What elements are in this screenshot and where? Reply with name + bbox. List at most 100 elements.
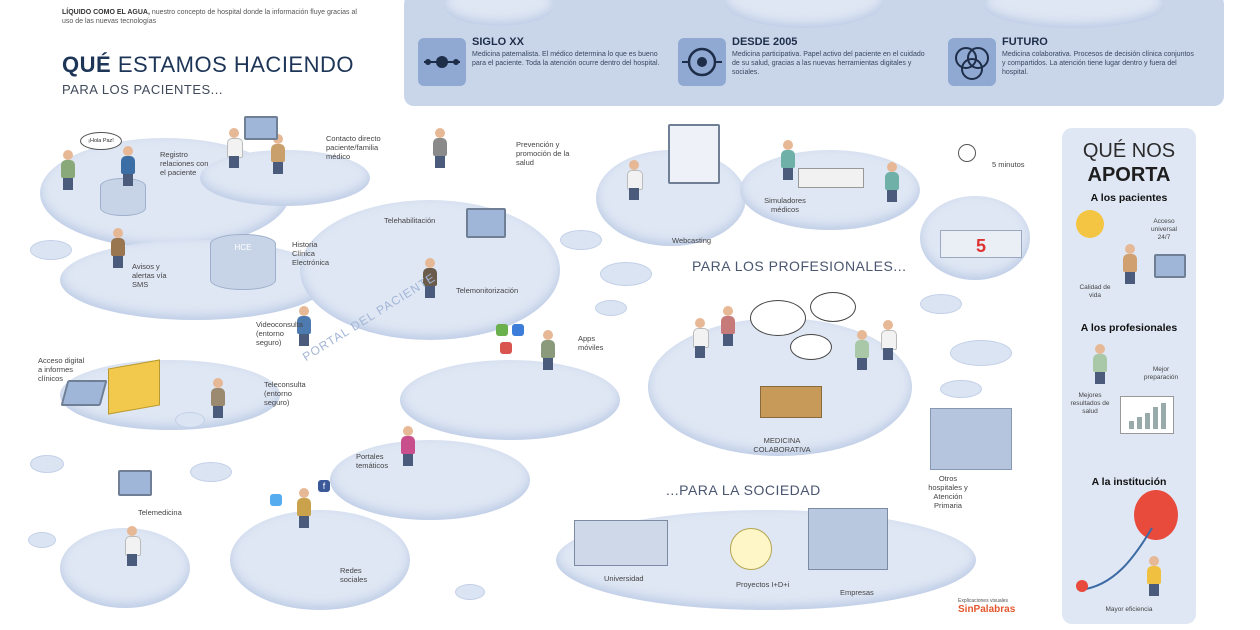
person-figure: [120, 146, 136, 186]
water-drop: [455, 584, 485, 600]
doctor-figure: [124, 526, 141, 566]
balloon-icon: [1134, 490, 1178, 540]
label-telehab: Telehabilitación: [384, 216, 436, 225]
table-icon: [760, 386, 822, 418]
growth-arrow-icon: [1076, 527, 1153, 592]
person-figure: [210, 378, 226, 418]
hospital-building-icon: [930, 408, 1012, 470]
twitter-icon: [270, 494, 282, 506]
label-registro: Registro relaciones con el paciente: [160, 150, 209, 177]
water-drop: [175, 412, 205, 428]
blob-redes: [230, 510, 410, 610]
blob-portales: [330, 440, 530, 520]
person-figure: [1122, 244, 1138, 284]
heading-profesionales: PARA LOS PROFESIONALES...: [692, 258, 907, 274]
blob-apps: [400, 360, 620, 440]
logo-name: SinPalabras: [958, 604, 1016, 615]
timeline-item-desde-2005: DESDE 2005 Medicina participativa. Papel…: [670, 36, 930, 92]
water-drop: [595, 300, 627, 316]
person-figure: [432, 128, 448, 168]
clock-icon: [958, 144, 976, 162]
office-buildings-icon: [808, 508, 888, 570]
aporta-pacientes-heading: A los pacientes: [1090, 192, 1168, 204]
monitor-icon: [118, 470, 152, 496]
timeline-illustration-1: [444, 0, 554, 26]
label-proyectos: Proyectos I+D+i: [736, 580, 790, 589]
hce-label: HCE: [234, 243, 252, 252]
person-figure: [60, 150, 76, 190]
university-building-icon: [574, 520, 668, 566]
venn-circles-icon: [948, 38, 996, 86]
timeline-title: SIGLO XX: [472, 36, 524, 48]
brand-logo: Explicaciones visuales SinPalabras: [958, 598, 1015, 615]
timeline-panel: SIGLO XX Medicina paternalista. El médic…: [404, 0, 1224, 106]
reception-counter: [940, 230, 1022, 258]
label-webcasting: Webcasting: [672, 236, 712, 245]
person-figure: [626, 160, 643, 200]
aporta-profesionales-heading: A los profesionales: [1080, 322, 1178, 334]
doctor-figure: [1092, 344, 1108, 384]
label-medicina-colaborativa: MEDICINA COLABORATIVA: [753, 436, 811, 454]
lightbulb-icon: [730, 528, 772, 570]
main-title: QUÉ ESTAMOS HACIENDO: [62, 52, 354, 78]
label-otros-hospitales: Otros hospitales y Atención Primaria: [928, 474, 968, 510]
timeline-title: FUTURO: [1002, 36, 1048, 48]
timeline-desc: Medicina paternalista. El médico determi…: [472, 51, 660, 67]
main-title-rest: ESTAMOS HACIENDO: [117, 52, 354, 77]
aporta-preparacion: Mejor preparación: [1143, 366, 1179, 381]
number-five-sign: 5: [976, 236, 987, 256]
label-avisos: Avisos y alertas vía SMS: [132, 262, 167, 289]
timeline-item-futuro: FUTURO Medicina colaborativa. Procesos d…: [940, 36, 1200, 92]
timeline-illustration-2: [724, 0, 884, 28]
water-drop: [30, 240, 72, 260]
main-title-bold: QUÉ: [62, 52, 112, 77]
surgeon-figure: [884, 162, 900, 202]
dot-line-icon: [418, 38, 466, 86]
speech-bubble: [790, 334, 832, 360]
presentation-board-icon: [668, 124, 720, 184]
intro-text: LÍQUIDO COMO EL AGUA, nuestro concepto d…: [62, 8, 362, 26]
label-redes: Redes sociales: [340, 566, 368, 584]
tv-icon: [466, 208, 506, 238]
person-figure: [296, 306, 312, 346]
aporta-calidad: Calidad de vida: [1079, 284, 1111, 299]
aporta-acceso: Acceso universal 24/7: [1150, 218, 1177, 241]
label-portales: Portales temáticos: [356, 452, 389, 470]
speech-bubble: [750, 300, 806, 336]
person-figure: [400, 426, 416, 466]
blob-hce: [60, 240, 330, 320]
simulator-bed-icon: [798, 168, 864, 188]
folder-icon: [108, 359, 160, 415]
speech-bubble: ¡Hola Paz!: [80, 132, 122, 150]
surgeon-figure: [780, 140, 796, 180]
label-teleconsulta: Teleconsulta (entorno seguro): [264, 380, 306, 407]
water-drop: [920, 294, 962, 314]
aporta-title-1: QUÉ NOS: [1082, 140, 1176, 162]
timeline-desc: Medicina colaborativa. Procesos de decis…: [1002, 51, 1194, 76]
intro-bold: LÍQUIDO COMO EL AGUA,: [62, 9, 150, 16]
label-historia: Historia Clínica Electrónica: [292, 240, 330, 267]
monitor-icon: [1154, 254, 1186, 278]
phone-app-icon: [496, 324, 508, 336]
subtitle: PARA LOS PACIENTES...: [62, 82, 224, 97]
heading-sociedad: ...PARA LA SOCIEDAD: [666, 482, 821, 498]
water-drop: [30, 455, 64, 473]
water-drop: [190, 462, 232, 482]
blob-contacto: [200, 150, 370, 206]
label-telemedicina: Telemedicina: [138, 508, 182, 517]
label-empresas: Empresas: [840, 588, 874, 597]
aporta-title-2: APORTA: [1087, 164, 1171, 186]
speech-bubble: [810, 292, 856, 322]
person-figure: [720, 306, 736, 346]
person-figure: [270, 134, 286, 174]
aporta-eficiencia: Mayor eficiencia: [1105, 606, 1153, 613]
logo-tagline: Explicaciones visuales: [958, 598, 1009, 604]
person-figure: [540, 330, 556, 370]
label-telemon: Telemonitorización: [456, 286, 519, 295]
aporta-panel: QUÉ NOS APORTA A los pacientes Acceso un…: [1062, 128, 1196, 624]
monitor-icon: [244, 116, 278, 140]
label-universidad: Universidad: [604, 574, 644, 583]
person-figure: [296, 488, 312, 528]
person-figure: [110, 228, 126, 268]
sun-icon: [1076, 210, 1104, 238]
